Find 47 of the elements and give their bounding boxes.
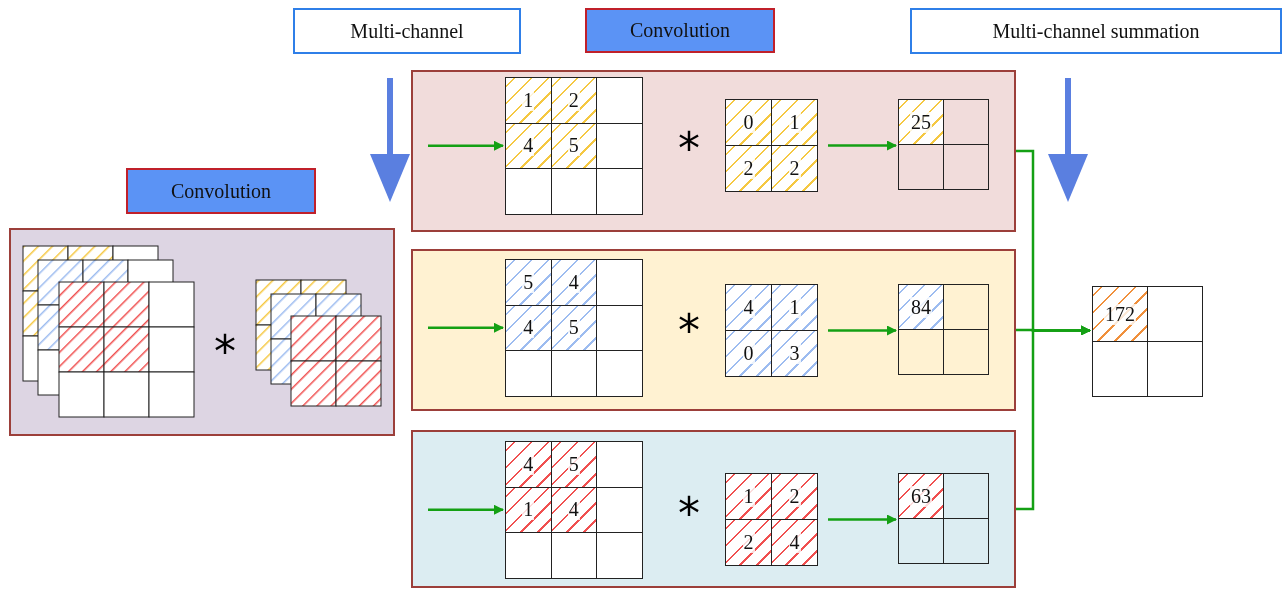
arrow [828,140,897,151]
heading-label: Convolution [585,8,775,53]
arrow [428,504,504,515]
convolution-operator: * [678,127,700,171]
matrix-value-cell: 2 [551,78,597,124]
matrix-value-cell: 2 [772,474,818,520]
arrow [428,140,504,151]
matrix-value-cell: 63 [899,474,944,519]
row-panel [9,228,395,436]
convolution-operator: * [214,330,236,374]
arrow [428,322,504,333]
row-panel [411,249,1016,411]
matrix-value-cell: 4 [506,123,552,169]
matrix-value-cell: 84 [899,285,944,330]
matrix-value-cell: 2 [772,146,818,192]
convolution-operator: * [678,309,700,353]
matrix-value-cell: 5 [551,305,597,351]
matrix-value-cell: 0 [726,100,772,146]
matrix-value-cell: 3 [772,331,818,377]
matrix-value-cell: 5 [506,260,552,306]
matrix-value-cell: 1 [772,285,818,331]
matrix-value-cell: 25 [899,100,944,145]
matrix-value-cell: 5 [551,123,597,169]
matrix-value-cell: 4 [551,487,597,533]
matrix-value-cell: 172 [1093,287,1148,342]
heading-label: Multi-channel summation [910,8,1282,54]
matrix-value-cell: 5 [551,442,597,488]
matrix-value-cell: 4 [726,285,772,331]
heading-label: Convolution [126,168,316,214]
matrix-value-cell: 0 [726,331,772,377]
matrix-value-cell: 4 [506,442,552,488]
arrow [828,325,897,336]
row-panel [411,70,1016,232]
matrix-value-cell: 1 [506,487,552,533]
matrix-value-cell: 1 [506,78,552,124]
matrix-value-cell: 2 [726,146,772,192]
matrix-value-cell: 1 [726,474,772,520]
matrix-value-cell: 4 [551,260,597,306]
arrow [828,514,897,525]
arrow [1016,325,1091,511]
matrix-value-cell: 1 [772,100,818,146]
convolution-operator: * [678,492,700,536]
matrix-value-cell: 4 [772,520,818,566]
row-panel [411,430,1016,588]
heading-label: Multi-channel [293,8,521,54]
matrix-value-cell: 2 [726,520,772,566]
matrix-value-cell: 4 [506,305,552,351]
